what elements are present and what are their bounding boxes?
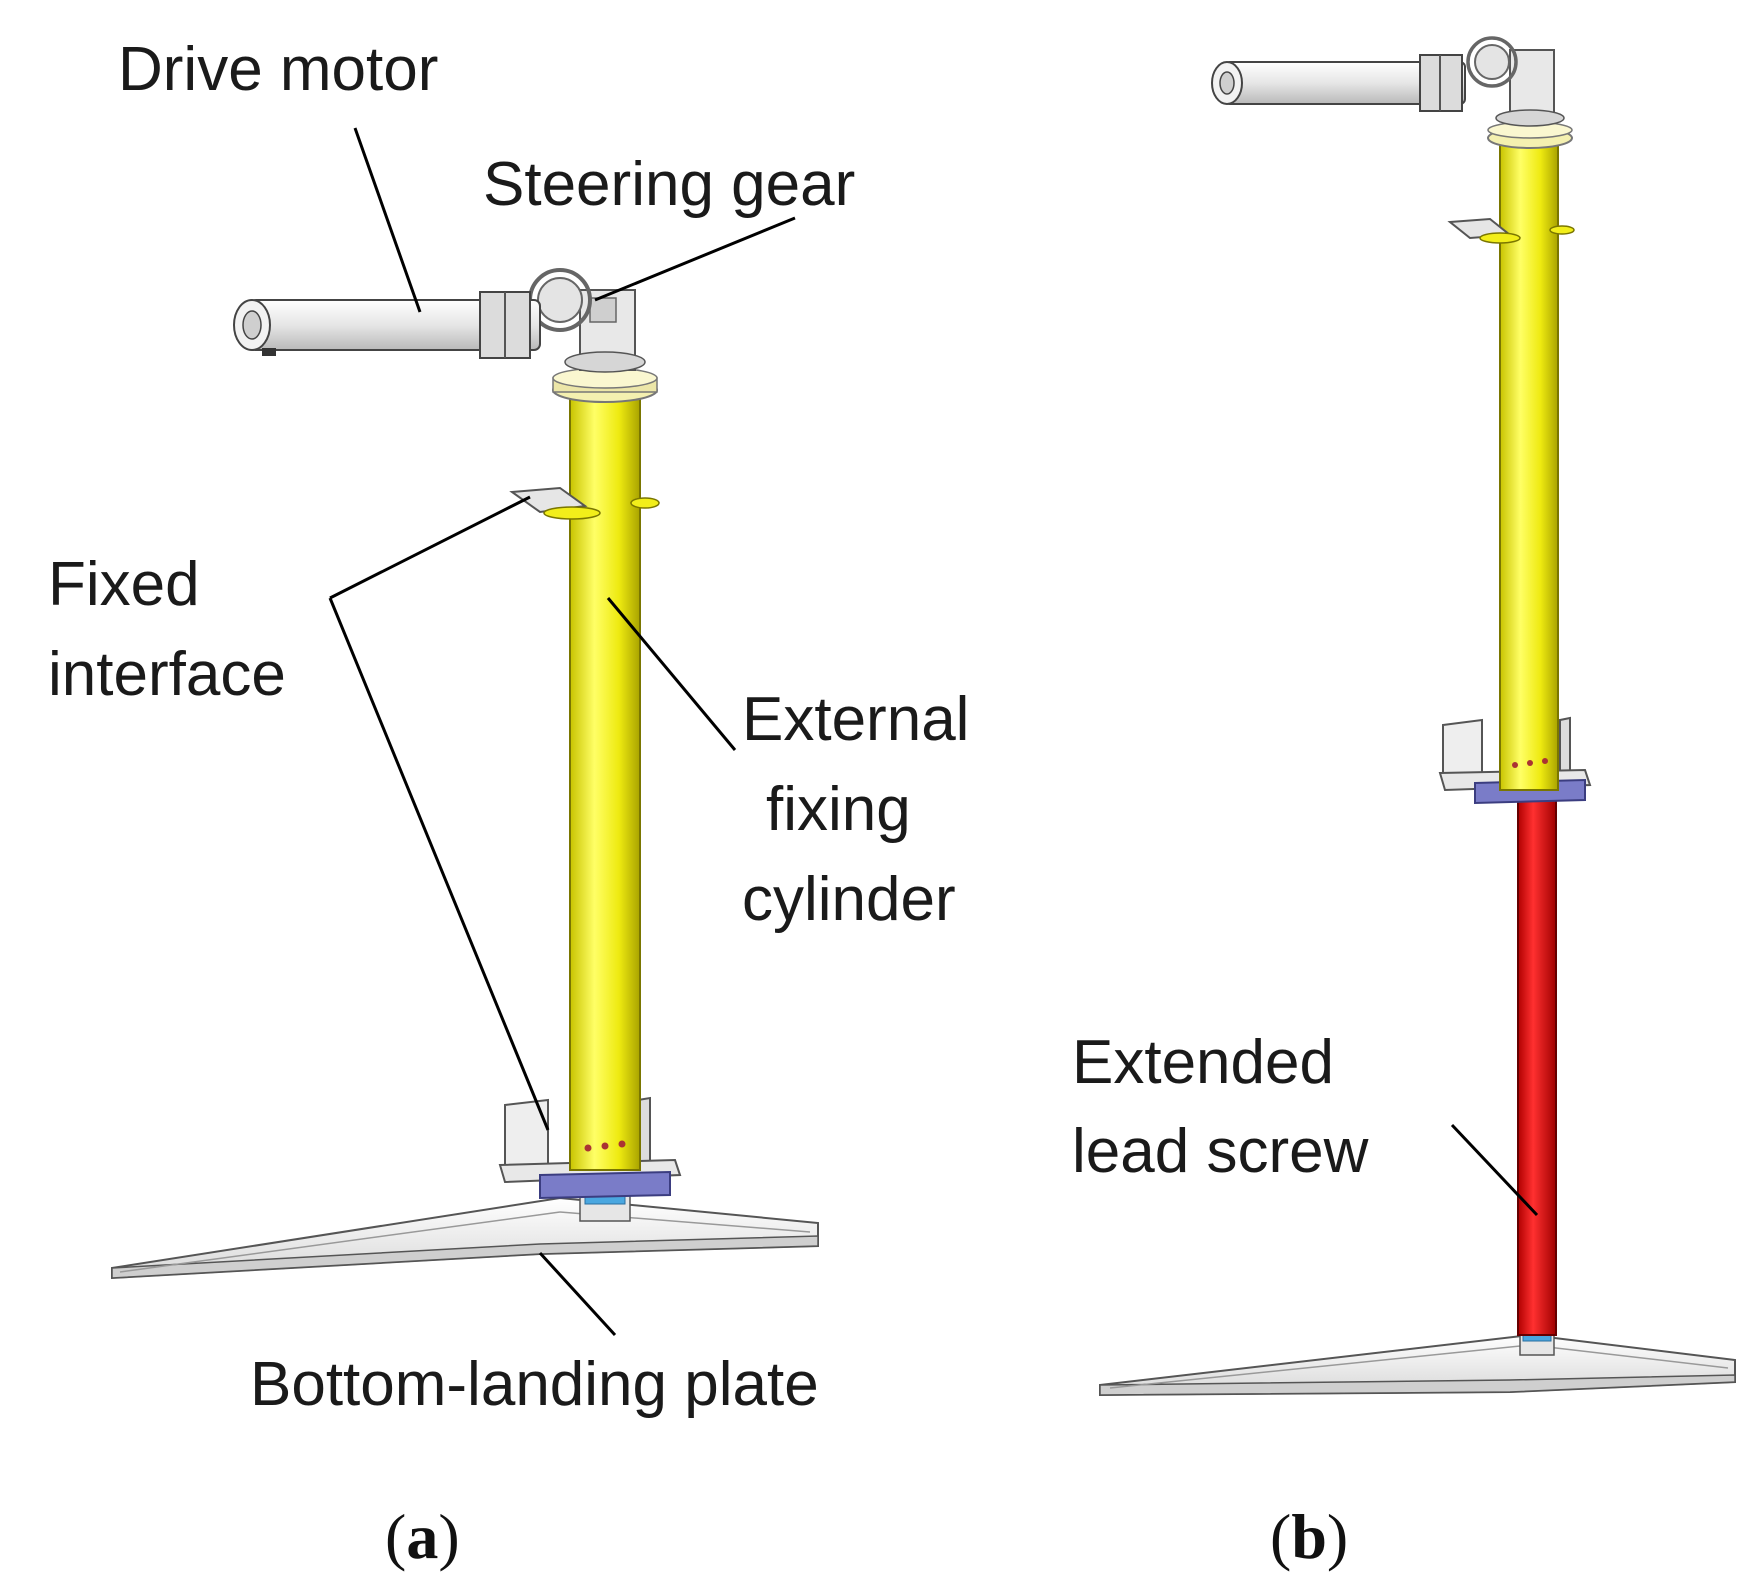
fixed-interface-label-line2: interface [48,640,286,709]
panel-b-caption-letter: b [1291,1501,1327,1572]
panel-b: Extended lead screw (b) [1072,36,1736,1572]
mid-fixed-interface-a [509,486,660,520]
steering-gear-label: Steering gear [483,150,855,219]
extended-lead-screw [1517,794,1557,1336]
extended-lead-screw-label-line2: lead screw [1072,1117,1369,1186]
external-fixing-cylinder-label-line1: External [742,685,969,754]
extended-lead-screw-label-line1: Extended [1072,1028,1334,1097]
external-fixing-cylinder-a [569,394,641,1171]
drive-motor-a [233,291,541,359]
leader-lines-a [328,127,796,1337]
leader-line-b [1450,1123,1539,1217]
mid-fixed-interface-b [1447,217,1575,244]
bottom-landing-plate-label: Bottom-landing plate [250,1350,819,1419]
fixed-interface-label-line1: Fixed [48,550,200,619]
top-flange-a [552,367,658,403]
external-fixing-cylinder-label-line2: fixing [766,775,911,844]
panel-a: Drive motor Steering gear Fixed interfac… [48,35,969,1572]
panel-b-caption: (b) [1270,1501,1348,1572]
drive-motor-label: Drive motor [118,35,438,104]
external-fixing-cylinder-label-line3: cylinder [742,865,956,934]
steering-gear-b [1466,36,1565,127]
bottom-landing-plate-b [1099,1332,1736,1397]
panel-a-caption-letter: a [406,1501,438,1572]
drive-motor-b [1211,54,1466,112]
bottom-landing-plate-a [111,1191,819,1280]
steering-gear-a [528,268,646,373]
panel-a-caption: (a) [385,1501,460,1572]
